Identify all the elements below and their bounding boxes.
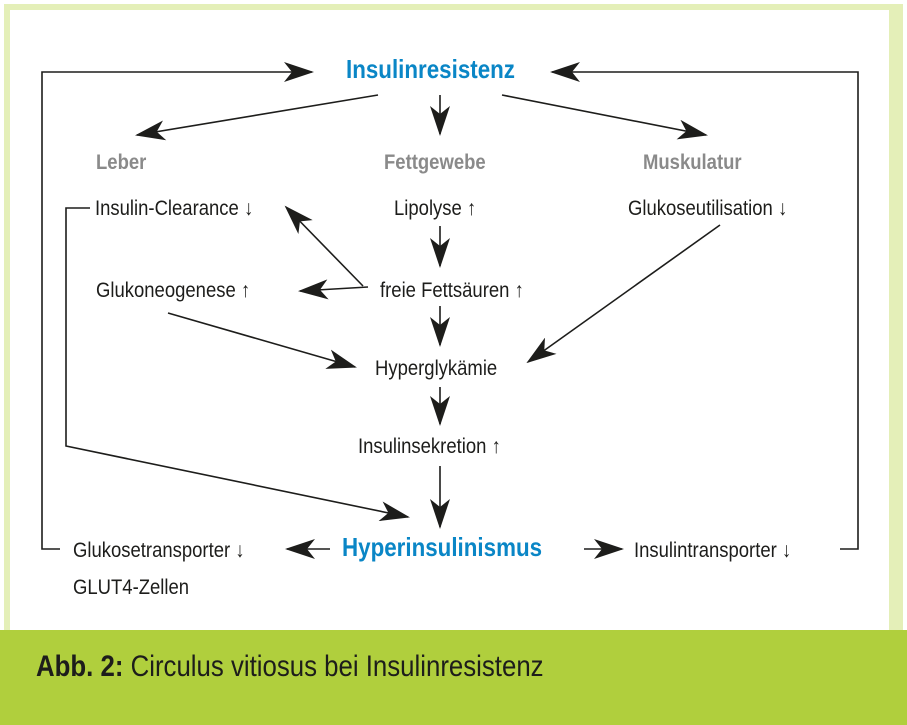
node-freie-fettsaeuren: freie Fettsäuren ↑ — [380, 279, 524, 302]
node-lipolyse: Lipolyse ↑ — [394, 197, 477, 220]
node-hyperglykaemie: Hyperglykämie — [375, 357, 498, 380]
figure-caption: Abb. 2: Circulus vitiosus bei Insulinres… — [36, 650, 544, 684]
arrow-glukoseutilisation-to-hyperglykaemie — [526, 224, 721, 364]
node-insulinsekretion: Insulinsekretion ↑ — [358, 435, 501, 458]
arrow-ffa-to-insulin-clearance — [284, 205, 364, 287]
node-glukoseutilisation: Glukoseutilisation ↓ — [628, 197, 788, 220]
node-insulintransporter: Insulintransporter ↓ — [634, 539, 792, 562]
caption-text: Circulus vitiosus bei Insulinresistenz — [123, 650, 544, 683]
node-glut4-zellen: GLUT4-Zellen — [73, 576, 190, 599]
node-glukoneogenese: Glukoneogenese ↑ — [96, 279, 251, 302]
node-insulinresistenz: Insulinresistenz — [346, 54, 515, 84]
loop-left-arrow — [41, 62, 314, 550]
node-hyperinsulinismus: Hyperinsulinismus — [342, 532, 543, 562]
arrow-to-muskulatur — [501, 94, 708, 140]
node-insulin-clearance: Insulin-Clearance ↓ — [95, 197, 254, 220]
heading-leber: Leber — [96, 151, 147, 174]
arrow-glukoneogenese-to-hyperglykaemie — [167, 312, 357, 369]
arrow-to-leber — [135, 94, 379, 141]
caption-label: Abb. 2: — [36, 650, 124, 683]
arrow-ffa-to-glukoneogenese — [298, 279, 369, 300]
arrow-insulin-clearance-to-hyperinsulinismus — [65, 207, 410, 522]
heading-muskulatur: Muskulatur — [643, 151, 742, 174]
node-glukosetransporter: Glukosetransporter ↓ — [73, 539, 245, 562]
heading-fettgewebe: Fettgewebe — [384, 151, 486, 174]
caption-bar — [0, 630, 907, 725]
loop-right-arrow — [550, 62, 859, 550]
